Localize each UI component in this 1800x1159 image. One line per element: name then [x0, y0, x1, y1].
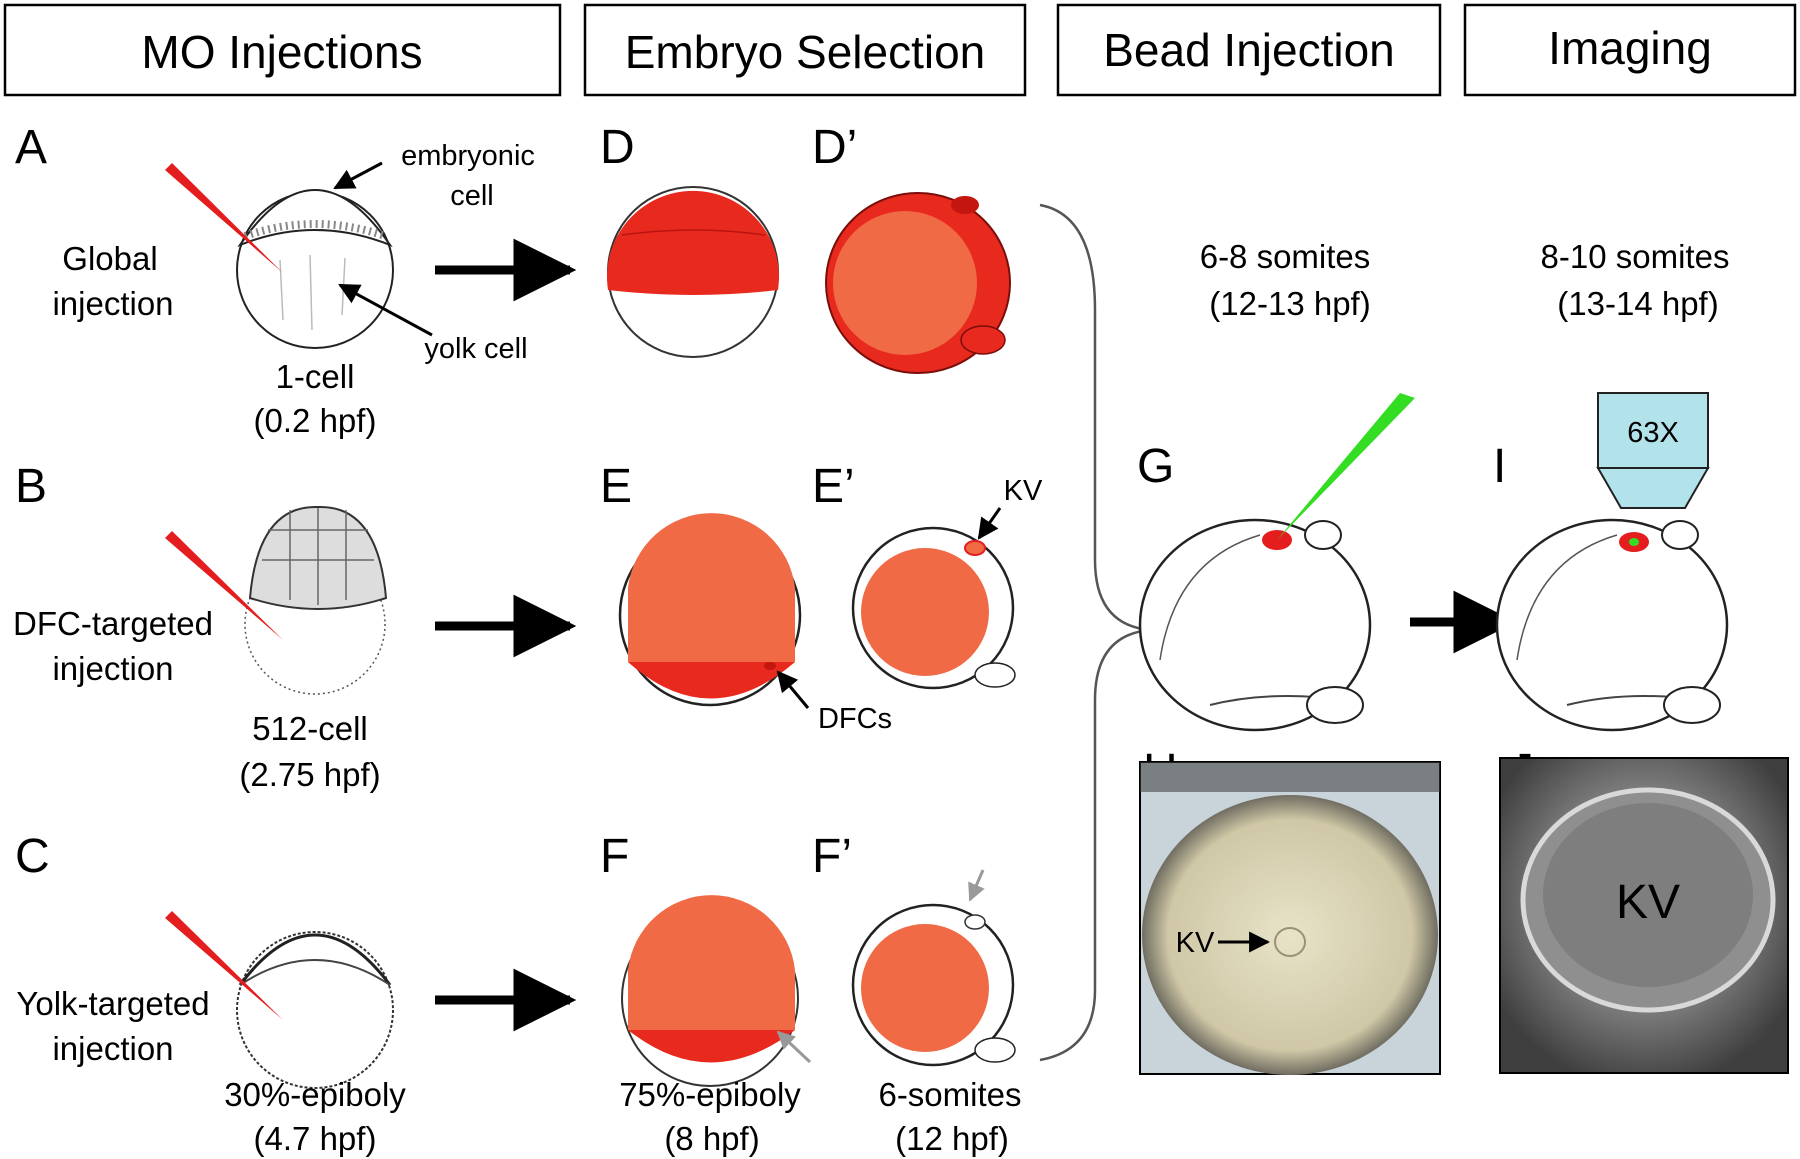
- embryo-a-one-cell: [236, 189, 394, 349]
- panel-label-c: C: [15, 830, 50, 883]
- panel-label-d-prime: D’: [812, 121, 857, 174]
- arrow-kv-e-prime: [977, 507, 1002, 540]
- panel-label-a: A: [15, 121, 47, 174]
- imaging-stage-line2: (13-14 hpf): [1557, 285, 1718, 322]
- needle-a: [165, 163, 283, 273]
- panel-label-i: I: [1493, 440, 1506, 493]
- label-kv-j: KV: [1616, 876, 1680, 929]
- label-embryonic: embryonic: [401, 140, 535, 172]
- embryo-i: [1495, 518, 1729, 732]
- embryo-d-prime: [825, 192, 1011, 374]
- stage-a-line2: (0.2 hpf): [254, 402, 377, 439]
- bead-stage-line1: 6-8 somites: [1200, 238, 1371, 275]
- label-kv-h: KV: [1176, 927, 1215, 959]
- label-yolk-cell: yolk cell: [424, 333, 527, 365]
- stage-f-prime-line2: (12 hpf): [895, 1120, 1009, 1157]
- stage-b-line1: 512-cell: [252, 710, 368, 747]
- stage-c-line2: (4.7 hpf): [254, 1120, 377, 1157]
- panel-label-g: G: [1137, 440, 1174, 493]
- panel-label-f-prime: F’: [812, 830, 852, 883]
- label-dfcs: DFCs: [818, 703, 892, 735]
- stage-b-line2: (2.75 hpf): [239, 756, 380, 793]
- panel-label-e-prime: E’: [812, 460, 855, 513]
- objective-63x: 63X: [1596, 392, 1710, 509]
- embryo-c-30-epiboly: [236, 931, 394, 1089]
- header-bead-injection-label: Bead Injection: [1103, 24, 1395, 76]
- embryo-f: [621, 895, 799, 1087]
- method-b-line2: injection: [52, 650, 173, 687]
- arrow-gray-f: [776, 1030, 812, 1064]
- label-kv-e-prime: KV: [1004, 475, 1043, 507]
- header-embryo-selection-label: Embryo Selection: [625, 26, 986, 78]
- panel-label-d: D: [600, 121, 635, 174]
- panel-label-f: F: [600, 830, 629, 883]
- arrow-dfcs: [776, 670, 810, 709]
- needle-b: [165, 531, 283, 640]
- stage-a-line1: 1-cell: [276, 358, 355, 395]
- stage-f-line1: 75%-epiboly: [619, 1076, 801, 1113]
- panel-label-e: E: [600, 460, 632, 513]
- method-a-line2: injection: [52, 285, 173, 322]
- label-embryonic-cell: cell: [450, 180, 494, 212]
- stage-f-line2: (8 hpf): [664, 1120, 759, 1157]
- embryo-d: [606, 186, 779, 358]
- arrow-yolk-cell: [338, 283, 433, 337]
- arrow-embryonic: [333, 161, 383, 190]
- header-bead-injection: Bead Injection: [1056, 3, 1442, 97]
- header-imaging: Imaging: [1463, 3, 1797, 97]
- header-mo-injections: MO Injections: [3, 3, 562, 97]
- embryo-e: [618, 513, 802, 707]
- imaging-stage-line1: 8-10 somites: [1541, 238, 1730, 275]
- header-imaging-label: Imaging: [1548, 22, 1712, 74]
- arrow-gray-f-prime: [968, 869, 985, 902]
- embryo-b-512-cell: [244, 505, 388, 695]
- method-c-line2: injection: [52, 1030, 173, 1067]
- method-a-line1: Global: [62, 240, 157, 277]
- stage-c-line1: 30%-epiboly: [224, 1076, 406, 1113]
- photo-h: [1139, 761, 1441, 1075]
- objective-label: 63X: [1627, 417, 1679, 449]
- embryo-f-prime: [851, 903, 1016, 1067]
- bead-stage-line2: (12-13 hpf): [1209, 285, 1370, 322]
- header-embryo-selection: Embryo Selection: [583, 3, 1027, 97]
- method-b-line1: DFC-targeted: [13, 605, 213, 642]
- header-mo-injections-label: MO Injections: [141, 26, 422, 78]
- embryo-g: [1138, 518, 1372, 732]
- photo-j: [1499, 757, 1789, 1074]
- panel-label-b: B: [15, 460, 47, 513]
- needle-c: [165, 911, 283, 1020]
- bead-needle: [1277, 393, 1415, 540]
- embryo-e-prime: [851, 526, 1016, 690]
- selection-brace: [1039, 203, 1151, 1062]
- stage-f-prime-line1: 6-somites: [878, 1076, 1021, 1113]
- method-c-line1: Yolk-targeted: [16, 985, 209, 1022]
